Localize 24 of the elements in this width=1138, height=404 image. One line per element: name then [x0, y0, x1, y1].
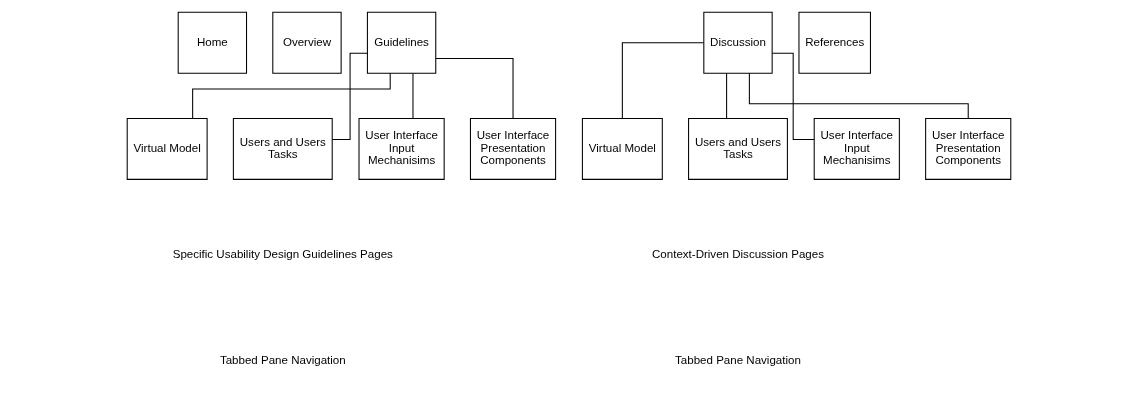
node-box: Users and Users Tasks [232, 117, 333, 180]
connector [435, 57, 514, 119]
node-box: User Interface Input Mechanisims [358, 117, 445, 180]
connector [621, 42, 705, 119]
node-box: Guidelines [366, 11, 437, 74]
label: Context-Driven Discussion Pages [651, 248, 824, 261]
node-box: References [798, 11, 871, 74]
node-box: Virtual Model [126, 117, 208, 180]
node-box: Overview [272, 11, 342, 74]
node-box: Virtual Model [581, 117, 663, 180]
node-box: User Interface Presentation Components [925, 117, 1012, 180]
node-box: User Interface Presentation Components [469, 117, 557, 180]
node-box: Users and Users Tasks [688, 117, 788, 180]
node-box: User Interface Input Mechanisims [813, 117, 900, 180]
node-box: Home [177, 11, 248, 74]
label: Tabbed Pane Navigation [675, 354, 801, 367]
connector [771, 52, 815, 140]
connector [726, 72, 728, 119]
node-box: Discussion [703, 11, 773, 74]
connector [192, 72, 391, 119]
label: Specific Usability Design Guidelines Pages [172, 248, 393, 261]
connector [412, 72, 414, 119]
connector [331, 52, 368, 140]
label: Tabbed Pane Navigation [219, 354, 346, 367]
